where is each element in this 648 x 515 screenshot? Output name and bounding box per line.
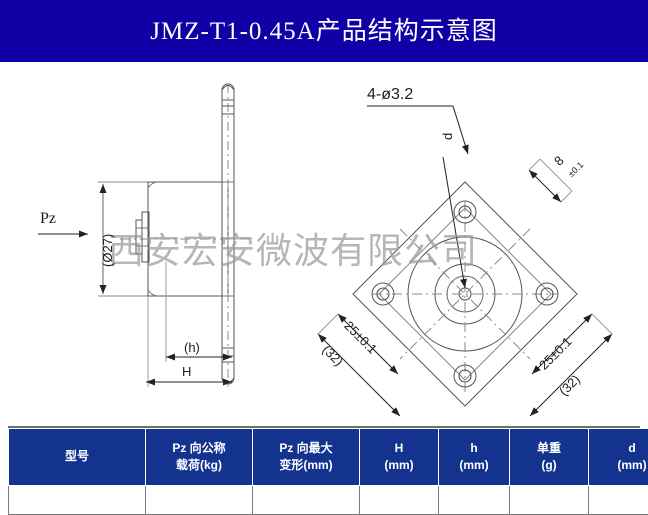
th-height-H: H (mm) (360, 429, 439, 486)
cell-rated-load (146, 486, 253, 515)
spec-table-wrapper: 型号 Pz 向公称 载荷(kg) Pz 向最大 变形(mm) H (mm) (8, 428, 640, 515)
th-max-deflection-line2: 变形(mm) (255, 457, 357, 474)
technical-drawing-area: 西安宏安微波有限公司 Pz (Ø27) (h) H 4-ø3.2 d 8 ±0.… (0, 62, 648, 417)
th-d-line2: (mm) (591, 457, 648, 474)
th-rated-load: Pz 向公称 载荷(kg) (146, 429, 253, 486)
th-d-line1: d (591, 440, 648, 457)
cell-weight (510, 486, 589, 515)
th-model: 型号 (9, 429, 146, 486)
th-d: d (mm) (589, 429, 648, 486)
d-ref-text: d (440, 133, 455, 140)
th-height-H-line2: (mm) (362, 457, 436, 474)
cell-model (9, 486, 146, 515)
table-row (9, 486, 648, 515)
spec-table: 型号 Pz 向公称 载荷(kg) Pz 向最大 变形(mm) H (mm) (8, 428, 648, 515)
th-rated-load-line1: Pz 向公称 (148, 440, 250, 457)
th-height-h-line1: h (441, 440, 507, 457)
pz-direction-label: Pz (40, 210, 56, 228)
cell-max-deflection (253, 486, 360, 515)
th-max-deflection-line1: Pz 向最大 (255, 440, 357, 457)
th-height-h: h (mm) (439, 429, 510, 486)
table-header-row: 型号 Pz 向公称 载荷(kg) Pz 向最大 变形(mm) H (mm) (9, 429, 648, 486)
th-height-h-line2: (mm) (441, 457, 507, 474)
th-max-deflection: Pz 向最大 变形(mm) (253, 429, 360, 486)
cell-height-h (439, 486, 510, 515)
cell-d (589, 486, 648, 515)
th-weight-line2: (g) (512, 457, 586, 474)
th-weight-line1: 单重 (512, 440, 586, 457)
diameter-27-text: (Ø27) (100, 234, 115, 267)
th-model-line1: 型号 (11, 448, 143, 465)
hole-callout-label: 4-ø3.2 (367, 86, 413, 104)
h-small-label: (h) (184, 340, 200, 355)
cell-height-H (360, 486, 439, 515)
th-rated-load-line2: 载荷(kg) (148, 457, 250, 474)
th-height-H-line1: H (362, 440, 436, 457)
th-weight: 单重 (g) (510, 429, 589, 486)
page-title: JMZ-T1-0.45A产品结构示意图 (0, 0, 648, 57)
h-total-label: H (182, 364, 191, 379)
table-body (9, 486, 648, 515)
screenshot-root: JMZ-T1-0.45A产品结构示意图 (0, 0, 648, 499)
